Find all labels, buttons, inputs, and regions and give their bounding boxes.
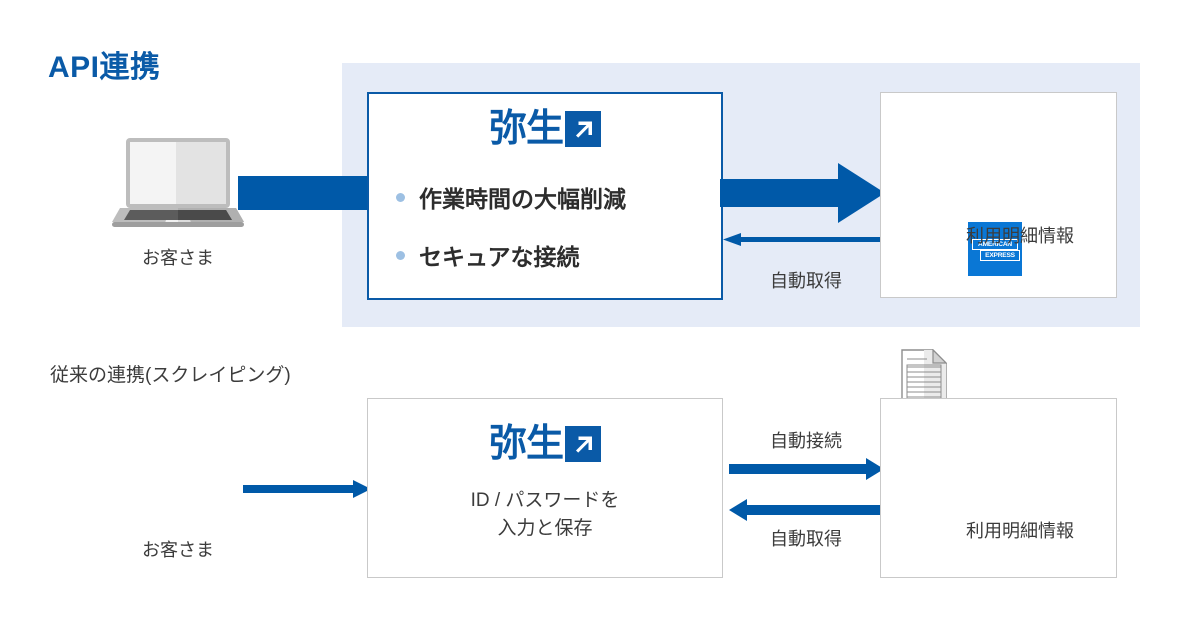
arrow-customer-to-yayoi-api [238,176,368,210]
arrow-up-right-icon [565,111,601,147]
customer-label-legacy: お客さま [142,540,214,560]
yayoi-box-api [367,92,723,300]
issuer-box-legacy [880,398,1117,578]
benefit-item: 作業時間の大幅削減 [396,180,696,214]
yayoi-logo-text: 弥生 [488,108,564,150]
benefit-label: セキュアな接続 [419,244,580,270]
bullet-dot-icon [396,250,405,260]
benefit-label: 作業時間の大幅削減 [419,186,626,212]
amex-brand-line-2: EXPRESS [980,250,1020,261]
credentials-line-1: ID / パスワードを [470,490,620,511]
benefit-item: セキュアな接続 [396,238,696,272]
arrow-yayoi-to-issuer-api [720,163,885,223]
document-label-legacy: 利用明細情報 [966,521,1074,541]
arrow-label-auto-retrieve-legacy: 自動取得 [770,529,842,549]
arrow-issuer-to-yayoi-api [723,233,885,246]
arrow-customer-to-yayoi-legacy [243,478,371,500]
arrow-label-auto-connect-legacy: 自動接続 [770,431,842,451]
yayoi-box-legacy [367,398,723,578]
laptop-icon-api [110,136,246,228]
amex-logo-api: AMERICAN EXPRESS [968,222,1022,276]
arrow-label-auto-retrieve-api: 自動取得 [770,271,842,291]
yayoi-logo-text: 弥生 [488,423,564,465]
credentials-note-legacy: ID / パスワードを 入力と保存 [367,487,723,542]
document-icon-api [901,348,948,407]
customer-label-api: お客さま [142,248,214,268]
yayoi-logo-legacy: 弥生 [367,425,723,463]
amex-brand-line-1: AMERICAN [972,239,1018,250]
arrow-yayoi-to-issuer-legacy [729,458,884,480]
api-section-title: API連携 [48,51,161,84]
document-label-api: 利用明細情報 [966,226,1074,246]
yayoi-benefits-list-api: 作業時間の大幅削減 セキュアな接続 [396,180,696,296]
legacy-section-title: 従来の連携(スクレイピング) [50,365,291,386]
bullet-dot-icon [396,192,405,202]
yayoi-logo-api: 弥生 [367,110,723,148]
arrow-issuer-to-yayoi-legacy [729,499,884,521]
credentials-line-2: 入力と保存 [497,517,593,539]
arrow-up-right-icon [565,426,601,462]
